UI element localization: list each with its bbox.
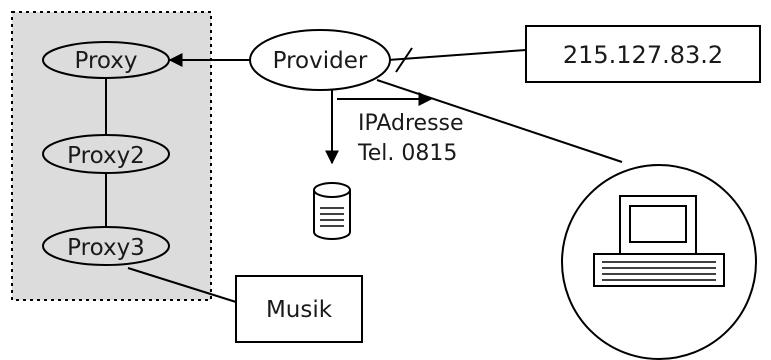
link-tick xyxy=(395,47,413,73)
provider-node[interactable]: Provider xyxy=(249,29,391,91)
tel-annotation: Tel. 0815 xyxy=(357,141,457,166)
proxy-label: Proxy xyxy=(74,48,137,74)
proxy3-label: Proxy3 xyxy=(67,235,145,261)
ip-address-label: 215.127.83.2 xyxy=(563,41,723,69)
proxy-node[interactable]: Proxy xyxy=(42,41,170,79)
computer-node[interactable] xyxy=(561,164,757,360)
proxy3-musik-link xyxy=(127,267,237,303)
ip-address-annotation: IPAdresse xyxy=(358,111,464,136)
provider-ip-link xyxy=(387,49,527,61)
proxy2-node[interactable]: Proxy2 xyxy=(42,134,170,174)
provider-label: Provider xyxy=(273,48,368,74)
ip-address-box[interactable]: 215.127.83.2 xyxy=(525,25,761,83)
musik-box[interactable]: Musik xyxy=(235,275,363,343)
proxy3-node[interactable]: Proxy3 xyxy=(42,226,170,266)
database-icon xyxy=(313,182,351,240)
musik-label: Musik xyxy=(266,297,333,323)
proxy2-label: Proxy2 xyxy=(67,143,145,169)
computer-icon xyxy=(593,195,725,287)
provider-computer-link xyxy=(376,79,623,163)
